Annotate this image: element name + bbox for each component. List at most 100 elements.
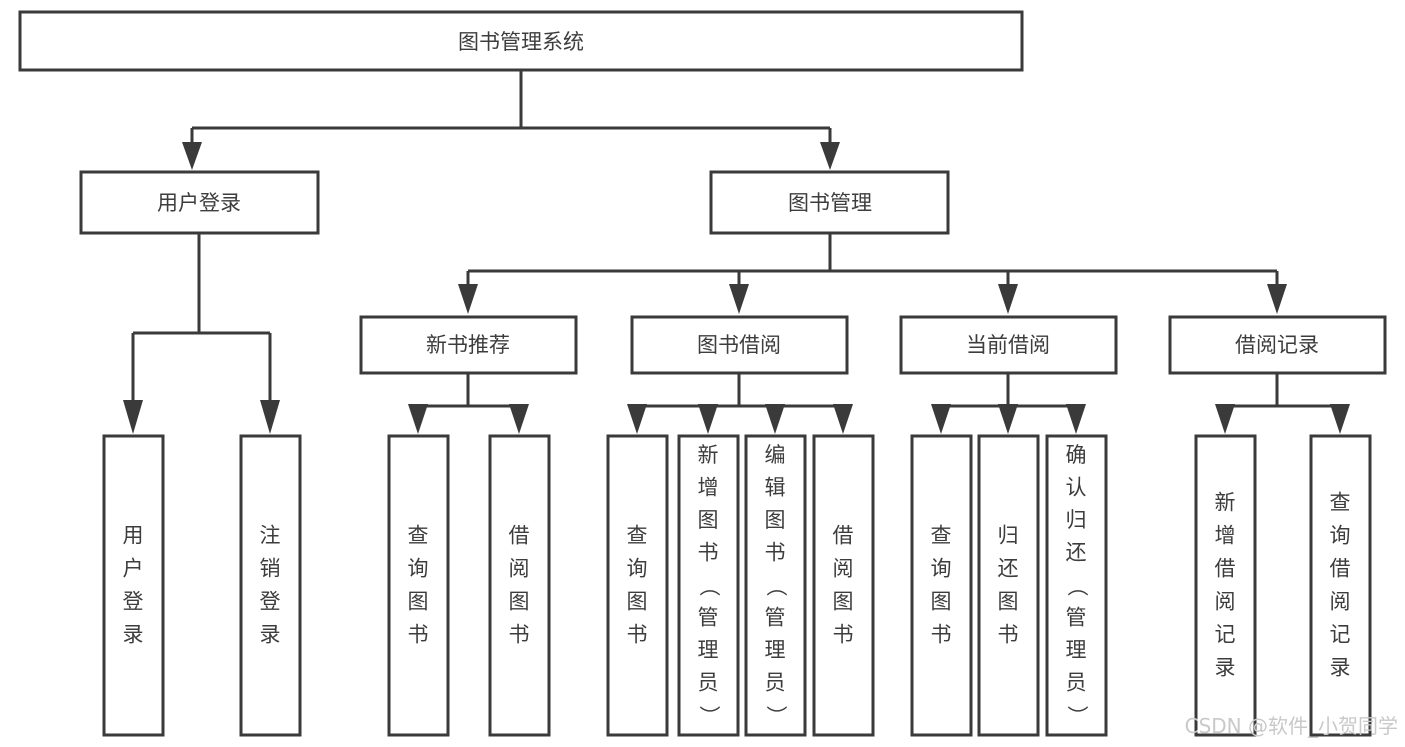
leaf-add-book-box[interactable]: [677, 434, 740, 737]
leaf-user-logout-box[interactable]: [239, 434, 302, 737]
svg-text:登: 登: [123, 590, 144, 614]
connectors-root-to-level2: [182, 70, 840, 170]
svg-text:）: ）: [1065, 705, 1089, 726]
node-book-manage-box[interactable]: [709, 170, 950, 235]
svg-text:辑: 辑: [765, 476, 786, 500]
leaf-query-book-1-box[interactable]: [387, 434, 450, 737]
svg-text:（: （: [697, 576, 721, 597]
node-borrow-record[interactable]: 借阅记录: [1168, 315, 1387, 375]
svg-text:增: 增: [1215, 524, 1236, 548]
leaf-confirm-return-box[interactable]: [1045, 434, 1108, 737]
svg-text:确: 确: [1066, 443, 1087, 467]
node-borrow-record-label: 借阅记录: [1235, 333, 1319, 357]
node-root[interactable]: 图书管理系统: [18, 10, 1024, 72]
svg-text:书: 书: [408, 623, 429, 647]
leaf-borrow-book-2-box[interactable]: [812, 434, 875, 737]
svg-text:（: （: [1065, 576, 1089, 597]
svg-text:还: 还: [1066, 541, 1087, 565]
svg-text:登: 登: [260, 590, 281, 614]
svg-text:图: 图: [931, 590, 952, 614]
svg-text:管: 管: [1066, 605, 1087, 629]
svg-text:归: 归: [998, 524, 1019, 548]
svg-text:用: 用: [123, 524, 144, 548]
arrow-head-leaf-query-book-1: [408, 404, 428, 434]
svg-text:编: 编: [765, 443, 786, 467]
node-current-borrow-label: 当前借阅: [966, 333, 1050, 357]
node-book-manage[interactable]: 图书管理: [709, 170, 950, 235]
arrow-head-borrow-record: [1267, 284, 1287, 314]
connectors-new-book-rec-to-leaves: [408, 373, 529, 434]
arrow-head-leaf-user-login: [123, 400, 143, 434]
leaf-user-login-box[interactable]: [102, 434, 165, 737]
node-borrow-record-box[interactable]: [1168, 315, 1387, 375]
arrow-head-leaf-query-book-2: [627, 404, 647, 434]
arrow-head-leaf-query-record: [1330, 404, 1350, 434]
svg-text:录: 录: [1330, 656, 1351, 680]
svg-text:询: 询: [408, 557, 429, 581]
svg-text:录: 录: [1215, 656, 1236, 680]
leaf-add-record-box[interactable]: [1194, 434, 1257, 737]
node-current-borrow-box[interactable]: [899, 315, 1118, 375]
svg-text:录: 录: [123, 623, 144, 647]
node-user-login-box[interactable]: [79, 170, 320, 235]
node-book-borrow[interactable]: 图书借阅: [630, 315, 849, 375]
svg-text:销: 销: [260, 557, 281, 581]
leaf-node-user-login[interactable]: 用户登录: [102, 434, 165, 737]
node-book-borrow-box[interactable]: [630, 315, 849, 375]
svg-text:）: ）: [764, 705, 788, 726]
svg-text:图: 图: [833, 590, 854, 614]
svg-text:阅: 阅: [833, 557, 854, 581]
svg-text:阅: 阅: [1330, 590, 1351, 614]
svg-text:理: 理: [765, 638, 786, 662]
svg-text:查: 查: [931, 524, 952, 548]
node-book-manage-label: 图书管理: [788, 191, 872, 215]
arrow-head-book-borrow: [729, 284, 749, 314]
leaf-edit-book-box[interactable]: [744, 434, 807, 737]
node-current-borrow[interactable]: 当前借阅: [899, 315, 1118, 375]
svg-text:增: 增: [698, 476, 719, 500]
svg-text:图: 图: [627, 590, 648, 614]
node-user-login[interactable]: 用户登录: [79, 170, 320, 235]
svg-text:管: 管: [698, 605, 719, 629]
svg-text:员: 员: [765, 670, 786, 694]
svg-text:员: 员: [698, 670, 719, 694]
node-book-borrow-label: 图书借阅: [697, 333, 781, 357]
leaf-query-book-3-box[interactable]: [910, 434, 973, 737]
svg-text:（: （: [764, 576, 788, 597]
svg-text:书: 书: [765, 541, 786, 565]
leaf-query-book-2-box[interactable]: [606, 434, 669, 737]
leaf-return-book-box[interactable]: [977, 434, 1040, 737]
connectors-book-manage-to-level3: [458, 233, 1287, 314]
node-new-book-rec-box[interactable]: [359, 315, 578, 375]
svg-text:询: 询: [627, 557, 648, 581]
svg-text:新: 新: [698, 443, 719, 467]
leaf-borrow-book-1-box[interactable]: [488, 434, 551, 737]
node-root-box[interactable]: [18, 10, 1024, 72]
svg-text:户: 户: [123, 557, 144, 581]
node-new-book-rec[interactable]: 新书推荐: [359, 315, 578, 375]
leaf-query-record-box[interactable]: [1309, 434, 1372, 737]
arrow-head-user-login: [182, 142, 202, 170]
svg-text:书: 书: [698, 541, 719, 565]
arrow-head-leaf-add-book: [698, 404, 718, 434]
